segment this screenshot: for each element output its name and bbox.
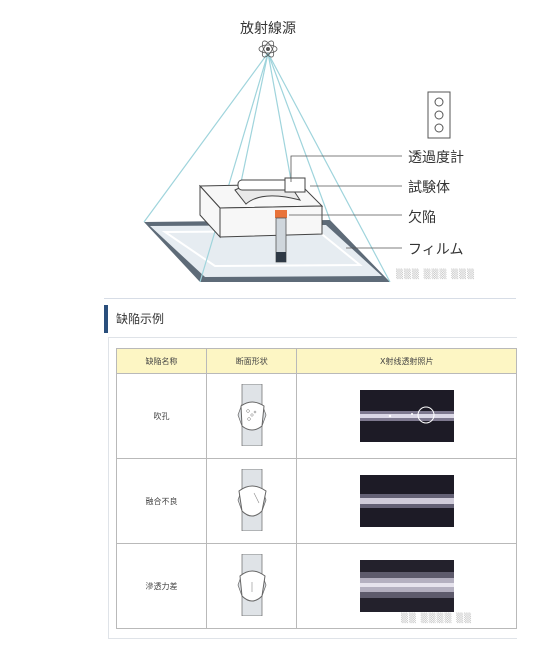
xray-photo-blowhole	[359, 390, 454, 442]
defect-examples-section: 缺陥示例 缺陥名称 断面形状 X射线透射照片 吹孔	[104, 298, 520, 639]
cross-section-incomplete-penetration	[237, 553, 267, 617]
leader-lines	[289, 155, 402, 249]
cross-section-blowhole	[237, 383, 267, 447]
defect-mark	[275, 210, 287, 218]
xray-photo-lack-of-fusion	[359, 475, 454, 527]
cross-section-cell	[206, 543, 298, 629]
cross-section-cell	[206, 458, 298, 544]
label-film: フィルム	[408, 242, 464, 258]
source-label: 放射線源	[240, 21, 296, 37]
defect-name-cell: 吹孔	[115, 373, 208, 459]
cross-section-cell	[206, 373, 298, 459]
atom-icon	[258, 40, 278, 58]
xray-photo-cell	[296, 458, 517, 544]
header-xray-photo: X射线透射照片	[296, 348, 517, 374]
watermark: ▒▒▒ ▒▒▒ ▒▒▒	[396, 270, 476, 280]
table-header-row: 缺陥名称 断面形状 X射线透射照片	[115, 348, 517, 374]
xray-photo-cell	[296, 373, 517, 459]
xray-photo-incomplete-penetration	[359, 560, 454, 612]
radiography-diagram: 放射線源	[0, 0, 554, 300]
table-row: 融合不良	[115, 458, 517, 544]
label-defect: 欠陥	[408, 210, 436, 226]
defect-name-cell: 滲透力差	[115, 543, 208, 629]
film-sheet	[150, 225, 382, 277]
table-container: 缺陥名称 断面形状 X射线透射照片 吹孔	[108, 337, 517, 639]
header-defect-name: 缺陥名称	[115, 348, 208, 374]
cross-section-lack-of-fusion	[237, 468, 267, 532]
penetrameter-icon	[427, 91, 451, 139]
defect-table: 缺陥名称 断面形状 X射线透射照片 吹孔	[115, 348, 517, 629]
penetrameter-on-block	[284, 177, 306, 193]
header-cross-section: 断面形状	[206, 348, 298, 374]
table-row: 吹孔	[115, 373, 517, 459]
table-row: 滲透力差	[115, 543, 517, 629]
test-specimen	[198, 179, 324, 239]
label-test-piece: 試験体	[408, 180, 450, 196]
defect-name-cell: 融合不良	[115, 458, 208, 544]
radiography-illustration	[143, 40, 451, 283]
label-penetrameter: 透過度計	[408, 150, 464, 166]
xray-photo-cell	[296, 543, 517, 629]
section-title: 缺陥示例	[116, 312, 165, 326]
watermark-bottom: ▒▒ ▒▒▒▒ ▒▒	[401, 614, 473, 624]
section-header: 缺陥示例	[104, 305, 520, 333]
